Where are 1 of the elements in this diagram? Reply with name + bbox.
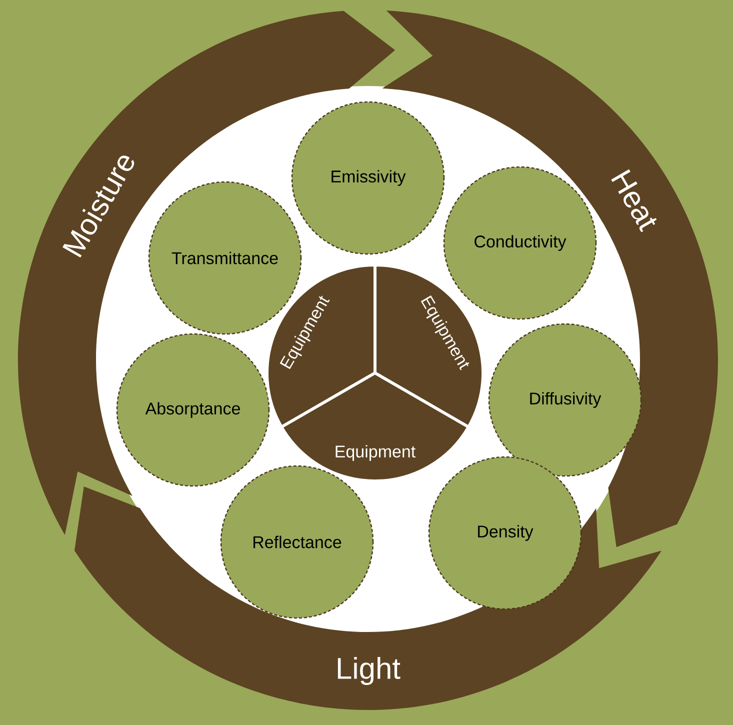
pie-sector: Equipment (280, 372, 470, 483)
